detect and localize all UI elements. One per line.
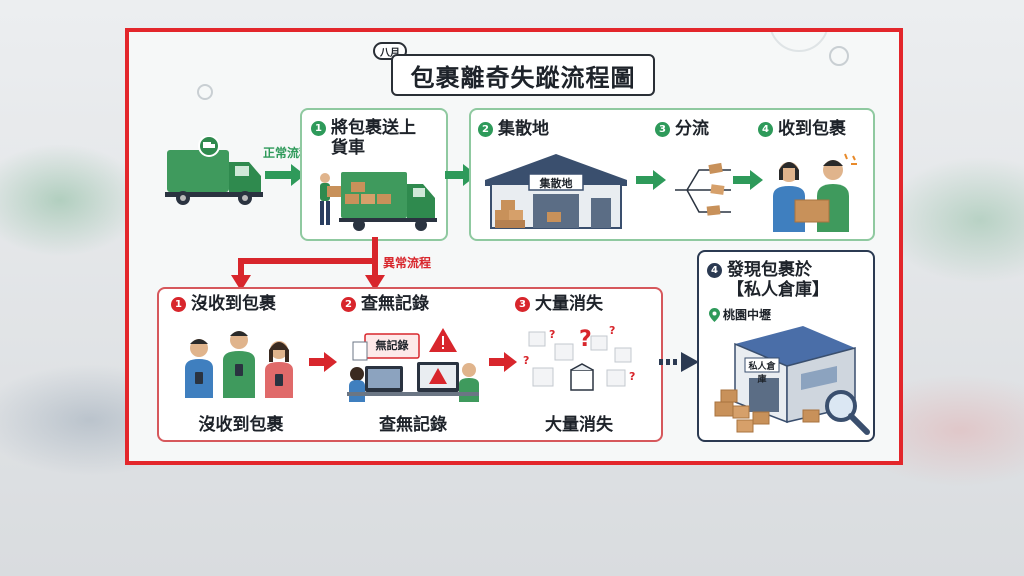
discovery-title: 4 發現包裹於 【私人倉庫】 [707,260,829,300]
decor-circle [197,84,213,100]
step-number-badge: 1 [171,297,186,312]
truck-illustration [165,136,265,208]
warehouse-sign-label: 私人倉庫 [748,362,776,385]
step-number-badge: 1 [311,121,326,136]
missing-boxes-illustration: ? ? ? ? ? [521,324,641,400]
abnormal-step-no-record-title: 2 查無記錄 [341,294,429,314]
svg-text:?: ? [609,324,615,337]
dashed-arrow-icon [659,352,699,372]
step-number-badge: 3 [655,122,670,137]
svg-text:?: ? [629,370,635,383]
step-number-badge: 4 [707,263,722,278]
abnormal-caption-no-record: 查無記錄 [379,415,447,435]
hub-sign-label: 集散地 [539,177,573,190]
svg-text:?: ? [523,354,529,367]
abnormal-flow-arrow [229,237,389,295]
arrow-right-icon [309,352,337,372]
step-number-badge: 4 [758,122,773,137]
step-number-badge: 3 [515,297,530,312]
arrow-right-icon [265,164,305,186]
decor-circle [829,46,849,66]
no-record-office-illustration [347,326,479,402]
private-warehouse-illustration [707,322,873,436]
no-record-doc-label: 無記錄 [375,339,409,352]
infographic-frame: 八月 包裹離奇失蹤流程圖 正常流程 1 將包裹送上 貨車 [125,28,903,465]
discovery-title-line2: 【私人倉庫】 [727,280,829,300]
step-hub-title: 2 集散地 [478,119,549,139]
location-line: 桃園中壢 [709,306,771,323]
step-title-line1: 將包裹送上 [331,118,416,138]
step-title-line2: 貨車 [331,138,365,158]
svg-text:?: ? [579,327,592,352]
loading-truck-illustration [311,168,437,234]
step-received-title: 4 收到包裹 [758,119,846,139]
step-number-badge: 2 [478,122,493,137]
step-sorting-title: 3 分流 [655,119,709,139]
receiving-people-illustration [765,150,861,234]
location-pin-icon [709,307,720,322]
arrow-right-icon [489,352,517,372]
normal-flow-label: 正常流程 [263,146,312,160]
hub-warehouse-illustration [483,150,629,232]
abnormal-step-not-received-title: 1 沒收到包裹 [171,294,276,314]
abnormal-caption-not-received: 沒收到包裹 [198,415,284,435]
abnormal-caption-mass-missing: 大量消失 [545,415,613,435]
step-load-truck-title: 1 將包裹送上 貨車 [311,118,416,158]
arrow-right-icon [636,170,666,190]
step-number-badge: 2 [341,297,356,312]
arrow-right-icon [733,170,763,190]
location-text: 桃園中壢 [723,308,772,322]
svg-text:?: ? [549,328,555,341]
sorting-illustration [673,156,733,228]
discovery-title-line1: 發現包裹於 [727,260,812,280]
worried-people-illustration [181,328,299,400]
decor-circle [769,32,829,52]
abnormal-flow-label: 異常流程 [383,256,432,270]
page-title: 包裹離奇失蹤流程圖 [391,54,655,96]
abnormal-step-mass-missing-title: 3 大量消失 [515,294,603,314]
